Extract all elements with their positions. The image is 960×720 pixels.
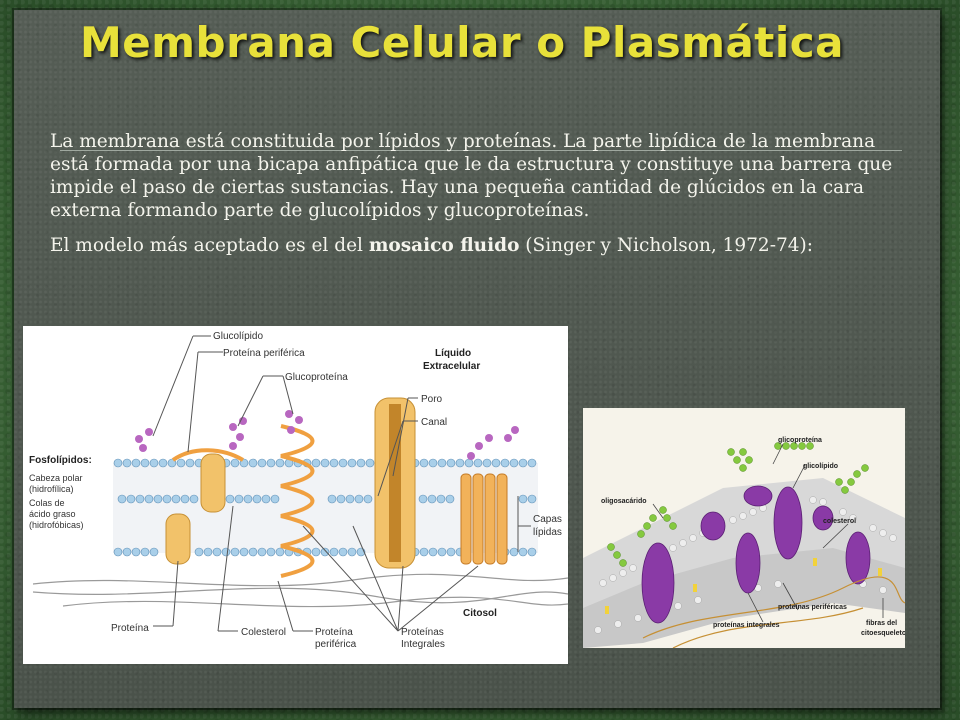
cholesterol-molecules — [605, 558, 882, 614]
label-fibras-del: fibras del — [866, 620, 897, 627]
lower-leaflet — [583, 548, 905, 648]
label-colesterol: Colesterol — [241, 627, 286, 638]
label-citosol: Citosol — [463, 608, 497, 619]
integral-proteins — [641, 485, 871, 624]
integral-protein-upper — [200, 453, 226, 513]
peripheral-protein-top — [171, 448, 245, 462]
label-glicolipido: glicolípido — [803, 463, 838, 470]
leader-lines — [152, 335, 531, 632]
label-glucoproteina: Glucoproteína — [285, 372, 348, 383]
label-capas: Capas — [533, 514, 562, 525]
cytoskeleton-fibers-2 — [642, 576, 906, 649]
label-hidrofobicas: (hidrofóbicas) — [29, 520, 84, 530]
membrane-diagram-2: glicoproteína glicolípido oligosacárido … — [583, 408, 906, 649]
label-liquido: Líquido — [435, 348, 471, 359]
membrane-diagram-1-svg: Glucolípido Proteína periférica Glucopro… — [29, 331, 569, 650]
label-poro: Poro — [421, 394, 443, 405]
channel-protein — [460, 473, 508, 565]
membrane-diagram-1: Glucolípido Proteína periférica Glucopro… — [23, 326, 569, 664]
cytoskeleton-fibers — [32, 573, 569, 608]
label-lipidas: lípidas — [533, 527, 562, 538]
label-cabeza-polar: Cabeza polar — [29, 473, 83, 483]
label-proteinas-perifericas: proteínas periféricas — [778, 604, 847, 611]
label-glucolipido: Glucolípido — [213, 331, 263, 342]
label-canal: Canal — [421, 417, 447, 428]
paragraph-2-start: El modelo más aceptado es el del — [50, 235, 369, 256]
alpha-helix-protein — [280, 424, 315, 578]
slide-body: La membrana está constituida por lípidos… — [50, 130, 900, 257]
label-citoesqueleto: citoesqueleto — [861, 630, 905, 637]
label-acido-graso: ácido graso — [29, 509, 76, 519]
label-proteina-periferica-bottom-2: periférica — [315, 639, 357, 650]
label-colesterol-2: colesterol — [823, 518, 856, 525]
label-glicoproteina: glicoproteína — [778, 437, 822, 444]
glycan-chains — [135, 410, 519, 460]
label-proteina-periferica-top: Proteína periférica — [223, 348, 305, 359]
pore-channel — [389, 404, 401, 562]
label-oligosacarido: oligosacárido — [601, 498, 647, 505]
label-fosfolipidos: Fosfolípidos: — [29, 455, 92, 466]
label-proteina-periferica-bottom-1: Proteína — [315, 627, 353, 638]
paragraph-2-bold: mosaico fluido — [368, 235, 520, 256]
membrane-diagram-2-svg: glicoproteína glicolípido oligosacárido … — [583, 437, 906, 649]
label-extracelular: Extracelular — [423, 361, 480, 372]
label-colas: Colas de — [29, 498, 65, 508]
title-rule — [60, 150, 902, 151]
label-proteinas-integrales-2: Integrales — [401, 639, 445, 650]
paragraph-2-end: (Singer y Nicholson, 1972-74): — [519, 235, 813, 256]
paragraph-1: La membrana está constituida por lípidos… — [50, 131, 893, 221]
label-hidrofilica: (hidrofílica) — [29, 484, 74, 494]
paragraph-2: El modelo más aceptado es el del mosaico… — [50, 234, 900, 257]
label-proteinas-integrales-1: Proteínas — [401, 627, 444, 638]
slide-title: Membrana Celular o Plasmática — [80, 18, 845, 67]
phospholipid-heads-upper-inner — [117, 494, 537, 504]
label-proteina: Proteína — [111, 623, 149, 634]
integral-protein-lower — [165, 513, 191, 565]
glyco-chains — [607, 442, 869, 567]
label-proteinas-integrales: proteínas integrales — [713, 622, 780, 629]
leader-lines-2 — [652, 443, 884, 623]
